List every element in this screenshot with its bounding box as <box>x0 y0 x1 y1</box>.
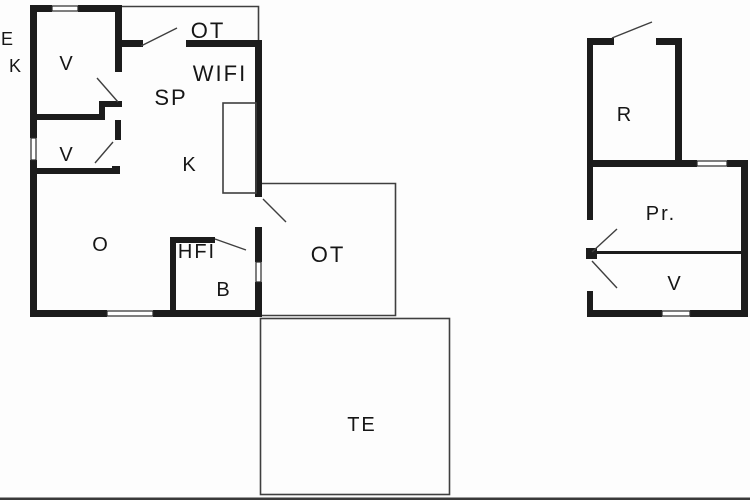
door-swing <box>94 141 114 164</box>
wall <box>30 310 107 317</box>
wall <box>30 5 52 12</box>
wall <box>741 160 748 317</box>
wall <box>587 310 662 317</box>
room-label-wifi: WIFI <box>192 61 248 86</box>
terrace-side-outline <box>262 182 397 317</box>
door-swing <box>591 260 618 289</box>
annex-walls <box>586 38 748 317</box>
room-label-b: B <box>216 279 232 301</box>
wall <box>30 5 37 138</box>
wall <box>170 237 176 310</box>
main-house-door-swings <box>94 27 287 251</box>
door-swing <box>262 198 287 223</box>
room-label-entrance-e: E <box>0 29 16 49</box>
room-label-r: R <box>616 104 634 126</box>
wall <box>675 38 682 167</box>
room-label-v-mid: V <box>59 144 75 166</box>
room-label-ot-side: OT <box>310 242 346 267</box>
image-bottom-border <box>0 497 750 500</box>
wall <box>99 101 122 107</box>
wall <box>593 251 741 254</box>
wall <box>587 291 593 317</box>
wall <box>255 227 262 262</box>
annex-windows <box>661 160 728 317</box>
wall <box>30 168 120 174</box>
window <box>51 5 79 12</box>
door-swing <box>611 21 653 39</box>
wall <box>30 114 105 120</box>
wall <box>78 5 122 12</box>
wall <box>255 282 262 317</box>
window <box>255 261 262 283</box>
wall <box>170 237 215 243</box>
door-swing <box>140 27 178 47</box>
wall <box>122 40 143 47</box>
room-label-kitchen: K <box>182 154 198 176</box>
wall <box>99 101 105 120</box>
window <box>30 137 37 161</box>
window <box>661 310 691 317</box>
main-house-windows <box>30 5 262 317</box>
door-swing <box>96 77 119 103</box>
room-label-te: TE <box>347 414 377 436</box>
wall <box>727 160 748 167</box>
terrace-top-outline <box>122 5 260 40</box>
door-swing <box>591 228 618 253</box>
kitchen-counter-outline <box>222 102 257 194</box>
room-label-hfi: HFI <box>177 241 217 263</box>
wall <box>682 160 697 167</box>
wall <box>255 40 262 197</box>
wall <box>656 38 682 45</box>
room-label-o: O <box>92 234 110 256</box>
annex-door-swings <box>591 21 653 289</box>
wall <box>587 160 682 167</box>
terrace-te-outline <box>259 317 451 496</box>
wall <box>115 5 122 72</box>
wall <box>586 248 597 259</box>
wall <box>112 166 120 174</box>
wall <box>30 160 37 317</box>
room-label-v-annex: V <box>667 273 683 295</box>
room-label-v-top: V <box>59 53 75 75</box>
wall <box>186 40 262 47</box>
main-house-walls <box>30 5 262 317</box>
room-label-pr: Pr. <box>645 203 677 225</box>
room-label-entrance-k: K <box>8 56 24 76</box>
wall <box>587 38 593 220</box>
wall <box>587 38 614 45</box>
window <box>696 160 728 167</box>
wall <box>690 310 748 317</box>
room-label-ot-top: OT <box>190 18 226 43</box>
door-swing <box>214 238 247 251</box>
room-label-sp: SP <box>154 85 188 110</box>
main-house-thin-outlines <box>122 5 451 496</box>
wall <box>153 310 262 317</box>
window <box>106 310 154 317</box>
wall <box>115 120 121 140</box>
